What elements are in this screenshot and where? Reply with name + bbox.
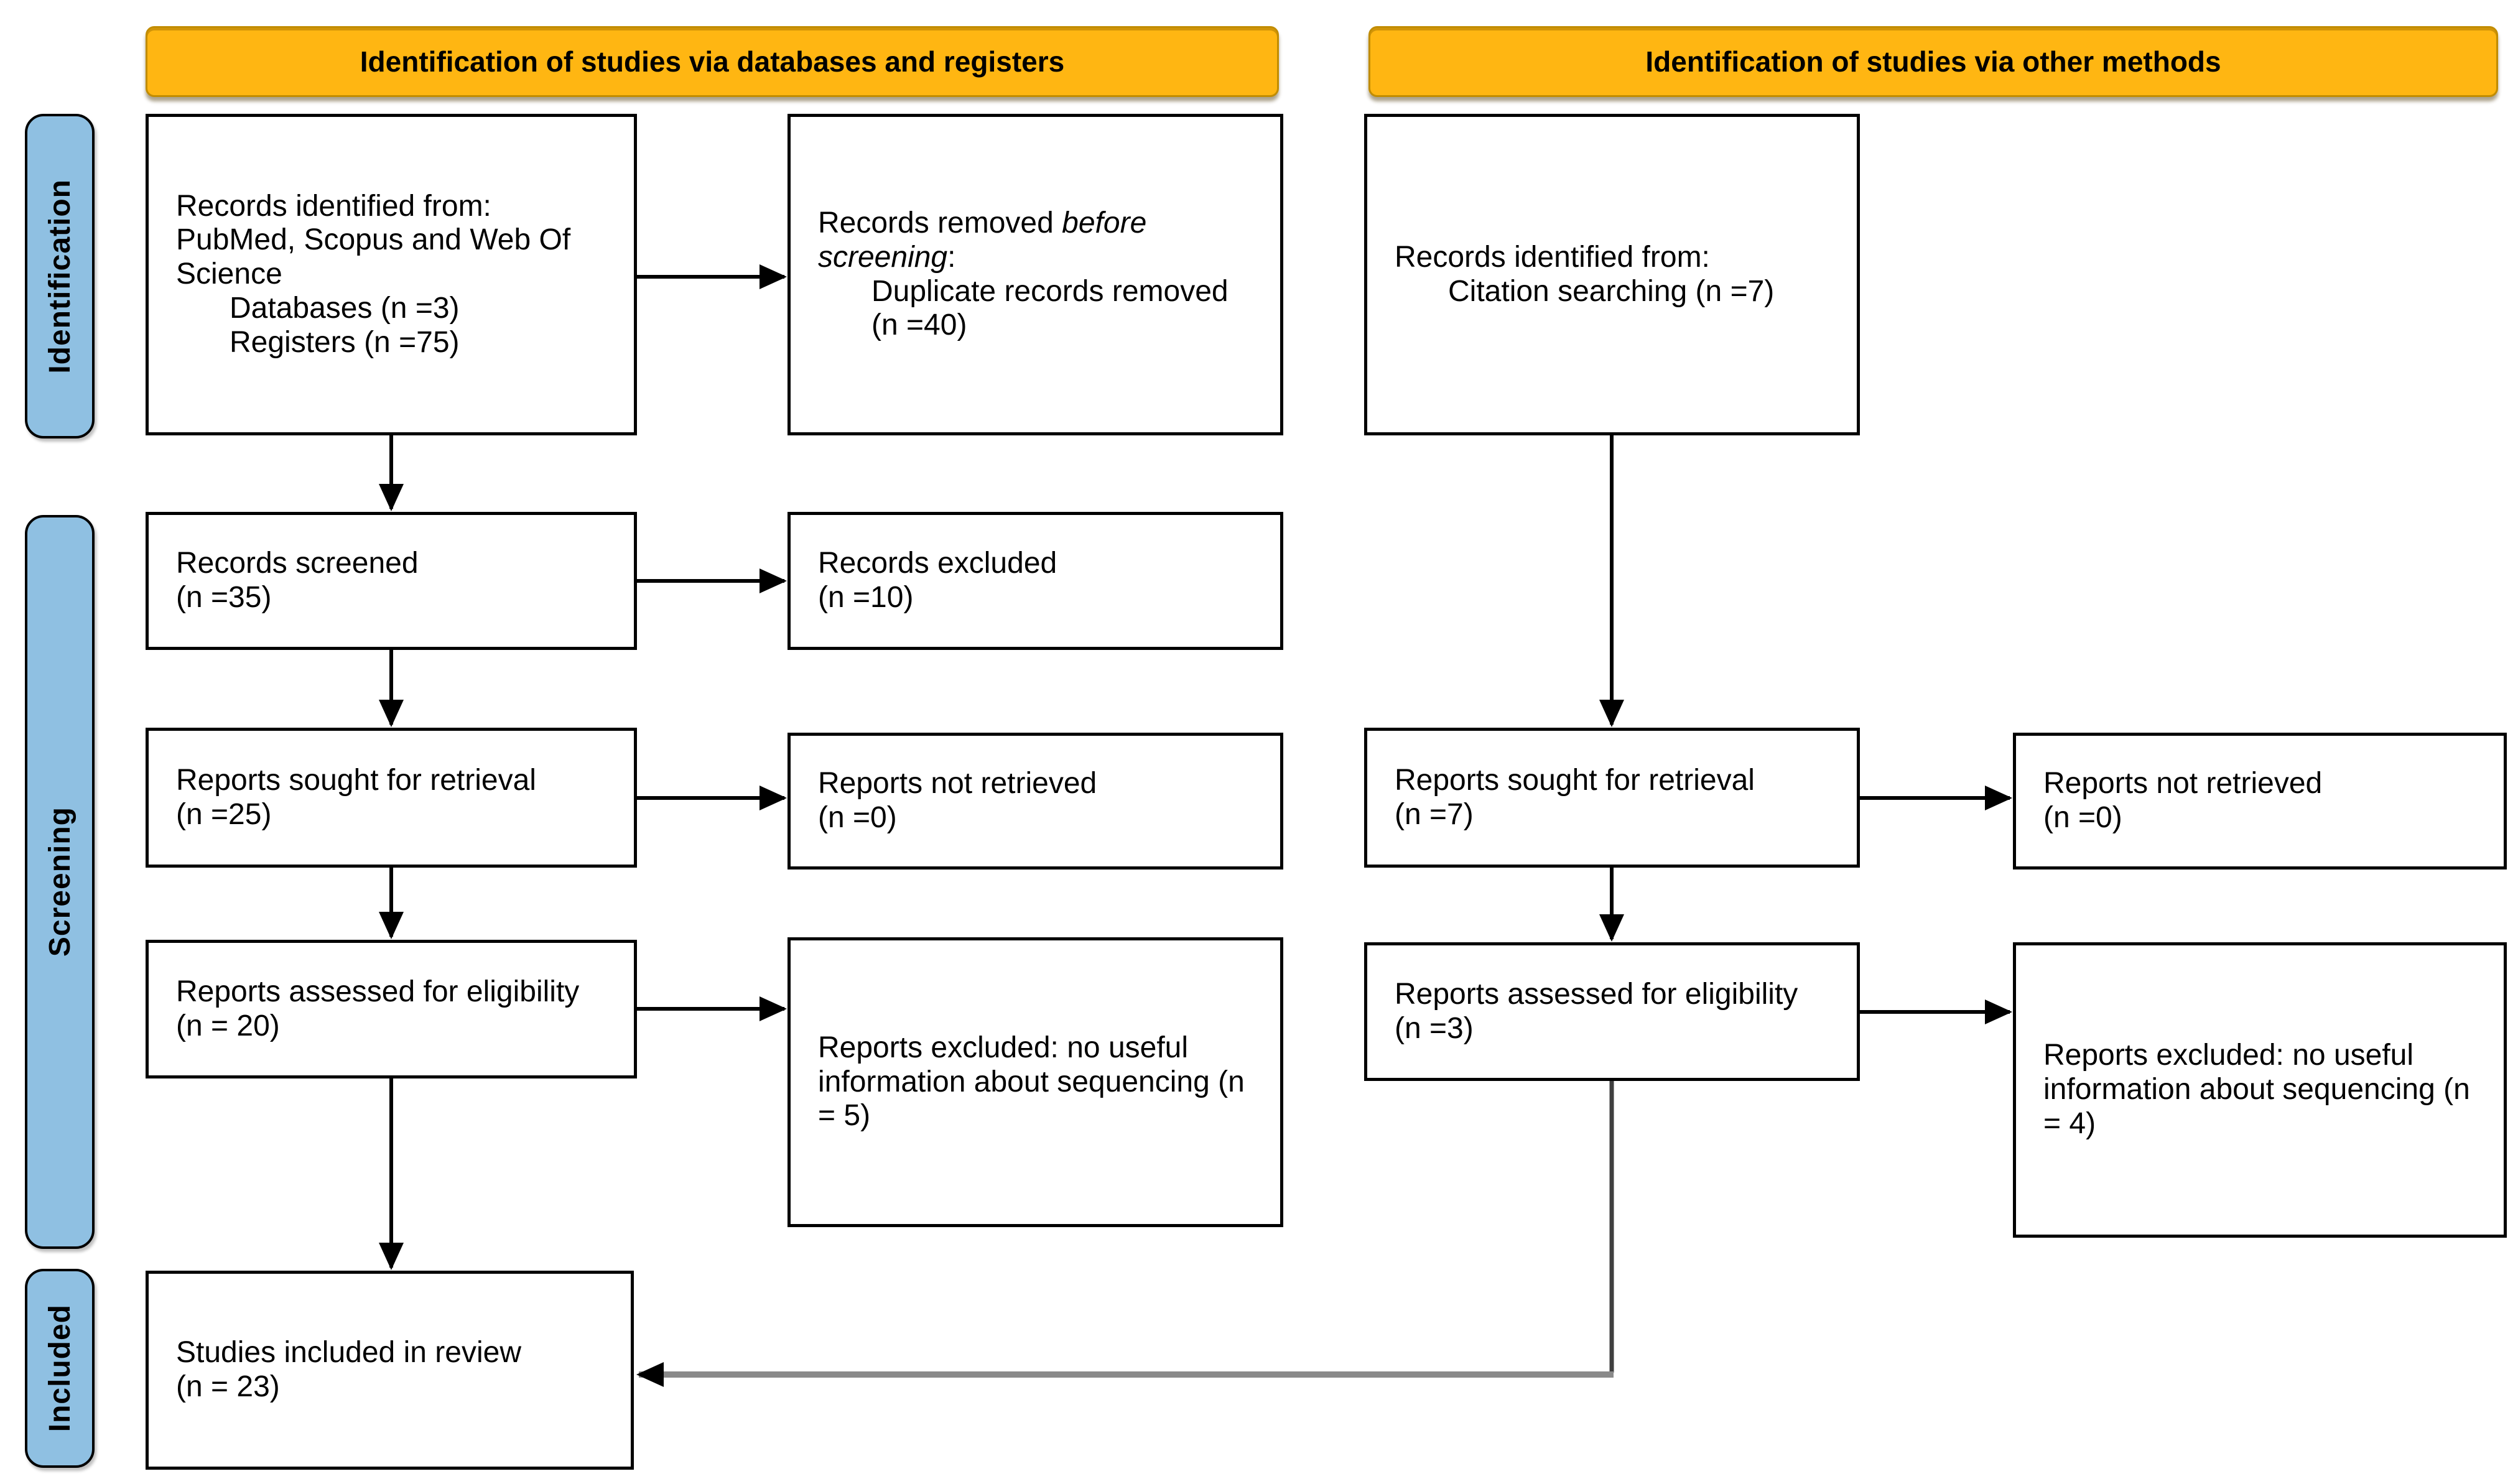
box-text-line: Records identified from: (1395, 240, 1710, 274)
banner-other-methods: Identification of studies via other meth… (1368, 26, 2498, 97)
box-text-line: Reports assessed for eligibility (1395, 977, 1798, 1011)
box-text-line: Records removed before (818, 206, 1261, 241)
box-text-line: Records excluded (818, 547, 1057, 580)
box-text-line: PubMed, Scopus and Web Of (176, 223, 571, 257)
banner-databases-registers: Identification of studies via databases … (146, 26, 1279, 97)
box-records-removed-before-screening: Records removed before screening: Duplic… (787, 114, 1283, 435)
box-reports-excluded-databases: Reports excluded: no useful information … (787, 937, 1283, 1227)
box-text-line: (n = 23) (176, 1370, 280, 1403)
box-text-segment: : (947, 240, 956, 274)
box-text-italic: before (1062, 206, 1147, 240)
box-text-line: (n = 20) (176, 1009, 280, 1042)
box-records-identified-databases: Records identified from: PubMed, Scopus … (146, 114, 637, 435)
box-text-line: (n =0) (818, 801, 897, 834)
box-text-line: Reports excluded: no useful information … (818, 1031, 1245, 1133)
box-text-subline: Duplicate records removed (n =40) (871, 274, 1229, 342)
stage-label-included: Included (43, 1304, 77, 1432)
stage-label-identification: Identification (43, 179, 77, 374)
stage-label-screening: Screening (43, 807, 77, 957)
box-records-identified-other: Records identified from: Citation search… (1364, 114, 1860, 435)
box-text-line: Reports sought for retrieval (1395, 763, 1755, 797)
box-text-line: (n =0) (2043, 801, 2122, 834)
box-text-line: Records screened (176, 547, 419, 580)
box-text-line: (n =25) (176, 797, 272, 831)
box-text-line: (n =7) (1395, 797, 1474, 831)
box-text-line: (n =10) (818, 581, 914, 614)
banner-databases-label: Identification of studies via databases … (360, 45, 1065, 78)
box-text-line: Reports sought for retrieval (176, 763, 536, 797)
box-reports-sought-other: Reports sought for retrieval (n =7) (1364, 728, 1860, 868)
box-text-line: Records identified from: (176, 189, 491, 223)
box-reports-not-retrieved-other: Reports not retrieved (n =0) (2013, 733, 2507, 870)
box-records-excluded: Records excluded (n =10) (787, 512, 1283, 650)
box-text-italic: screening (818, 240, 948, 274)
box-text-line: (n =3) (1395, 1011, 1474, 1045)
box-text-subline: Registers (n =75) (230, 325, 460, 359)
box-reports-excluded-other: Reports excluded: no useful information … (2013, 942, 2507, 1238)
box-text-line: Reports excluded: no useful information … (2043, 1039, 2470, 1140)
box-records-screened: Records screened (n =35) (146, 512, 637, 650)
stage-bar-screening: Screening (25, 515, 95, 1249)
box-studies-included: Studies included in review (n = 23) (146, 1271, 634, 1470)
box-text-line: Reports assessed for eligibility (176, 975, 580, 1008)
box-text-line: Studies included in review (176, 1336, 521, 1370)
stage-bar-included: Included (25, 1269, 95, 1468)
box-reports-sought-databases: Reports sought for retrieval (n =25) (146, 728, 637, 868)
stage-bar-identification: Identification (25, 114, 95, 438)
box-reports-assessed-databases: Reports assessed for eligibility (n = 20… (146, 940, 637, 1078)
box-text-line: Science (176, 257, 282, 291)
box-text-subline: Databases (n =3) (230, 291, 460, 325)
box-reports-assessed-other: Reports assessed for eligibility (n =3) (1364, 942, 1860, 1081)
box-reports-not-retrieved-databases: Reports not retrieved (n =0) (787, 733, 1283, 870)
box-text-segment: Records removed (818, 206, 1062, 240)
box-text-line: Reports not retrieved (818, 767, 1097, 800)
banner-other-label: Identification of studies via other meth… (1645, 45, 2221, 78)
box-text-line: Reports not retrieved (2043, 767, 2323, 800)
box-text-subline: Citation searching (n =7) (1448, 274, 1775, 308)
box-text-line: screening: (818, 241, 1261, 275)
box-text-line: (n =35) (176, 581, 272, 614)
